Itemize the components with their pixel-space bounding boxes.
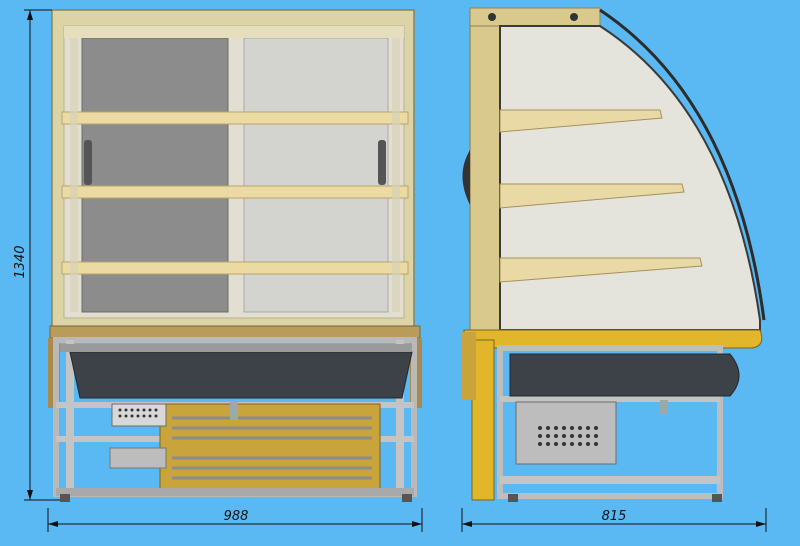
front-frame-post-right <box>396 340 404 494</box>
front-tray-rim <box>60 344 412 352</box>
front-lower-box <box>109 447 167 469</box>
front-bottom-rail <box>56 488 414 496</box>
front-condenser-tubes <box>172 416 372 480</box>
side-foot-right <box>712 494 722 502</box>
side-rear-knob <box>462 150 470 205</box>
side-shelf-3 <box>499 257 703 283</box>
side-valve <box>660 400 668 414</box>
door-handle-right <box>378 140 386 185</box>
side-glass-edge <box>599 8 766 321</box>
side-shelf-1 <box>499 109 663 133</box>
side-frame-crossbar <box>500 396 720 402</box>
front-shelf-2 <box>61 185 409 199</box>
door-handle-left <box>84 140 92 185</box>
side-rear-bracket <box>462 332 476 400</box>
front-valve <box>230 402 238 420</box>
side-frame-bottom <box>500 476 720 484</box>
top-screw-right <box>570 13 578 21</box>
front-counter-top <box>49 325 421 339</box>
side-shelf-2 <box>499 183 685 209</box>
side-back-post <box>469 9 501 333</box>
side-counter-band <box>463 329 763 349</box>
front-view <box>48 9 422 502</box>
front-shelf-support-right <box>392 38 400 312</box>
front-width-dimension-label: 988 <box>224 509 249 524</box>
dimension-lines <box>24 9 767 532</box>
front-foot-right <box>402 494 412 502</box>
front-drip-tray <box>69 351 413 399</box>
front-fan-grille <box>118 408 158 418</box>
front-shelf-support-left <box>70 38 78 312</box>
side-drip-tray <box>509 353 740 397</box>
side-curved-glass <box>499 25 761 331</box>
front-foot-left <box>60 494 70 502</box>
side-fan-grille <box>538 426 598 446</box>
front-shelf-1 <box>61 111 409 125</box>
side-rear-yellow-panel <box>471 339 495 501</box>
side-foot-left <box>508 494 518 502</box>
side-depth-dimension-label: 815 <box>602 509 627 524</box>
side-view <box>462 7 766 502</box>
height-dimension-label: 1340 <box>13 245 28 278</box>
dimension-arrows <box>27 10 766 527</box>
top-screw-left <box>488 13 496 21</box>
front-top-frame <box>64 26 404 38</box>
front-frame-post-left <box>66 340 74 494</box>
front-shelf-3 <box>61 261 409 275</box>
side-base-frame <box>497 345 723 499</box>
side-compressor-box <box>515 401 617 465</box>
